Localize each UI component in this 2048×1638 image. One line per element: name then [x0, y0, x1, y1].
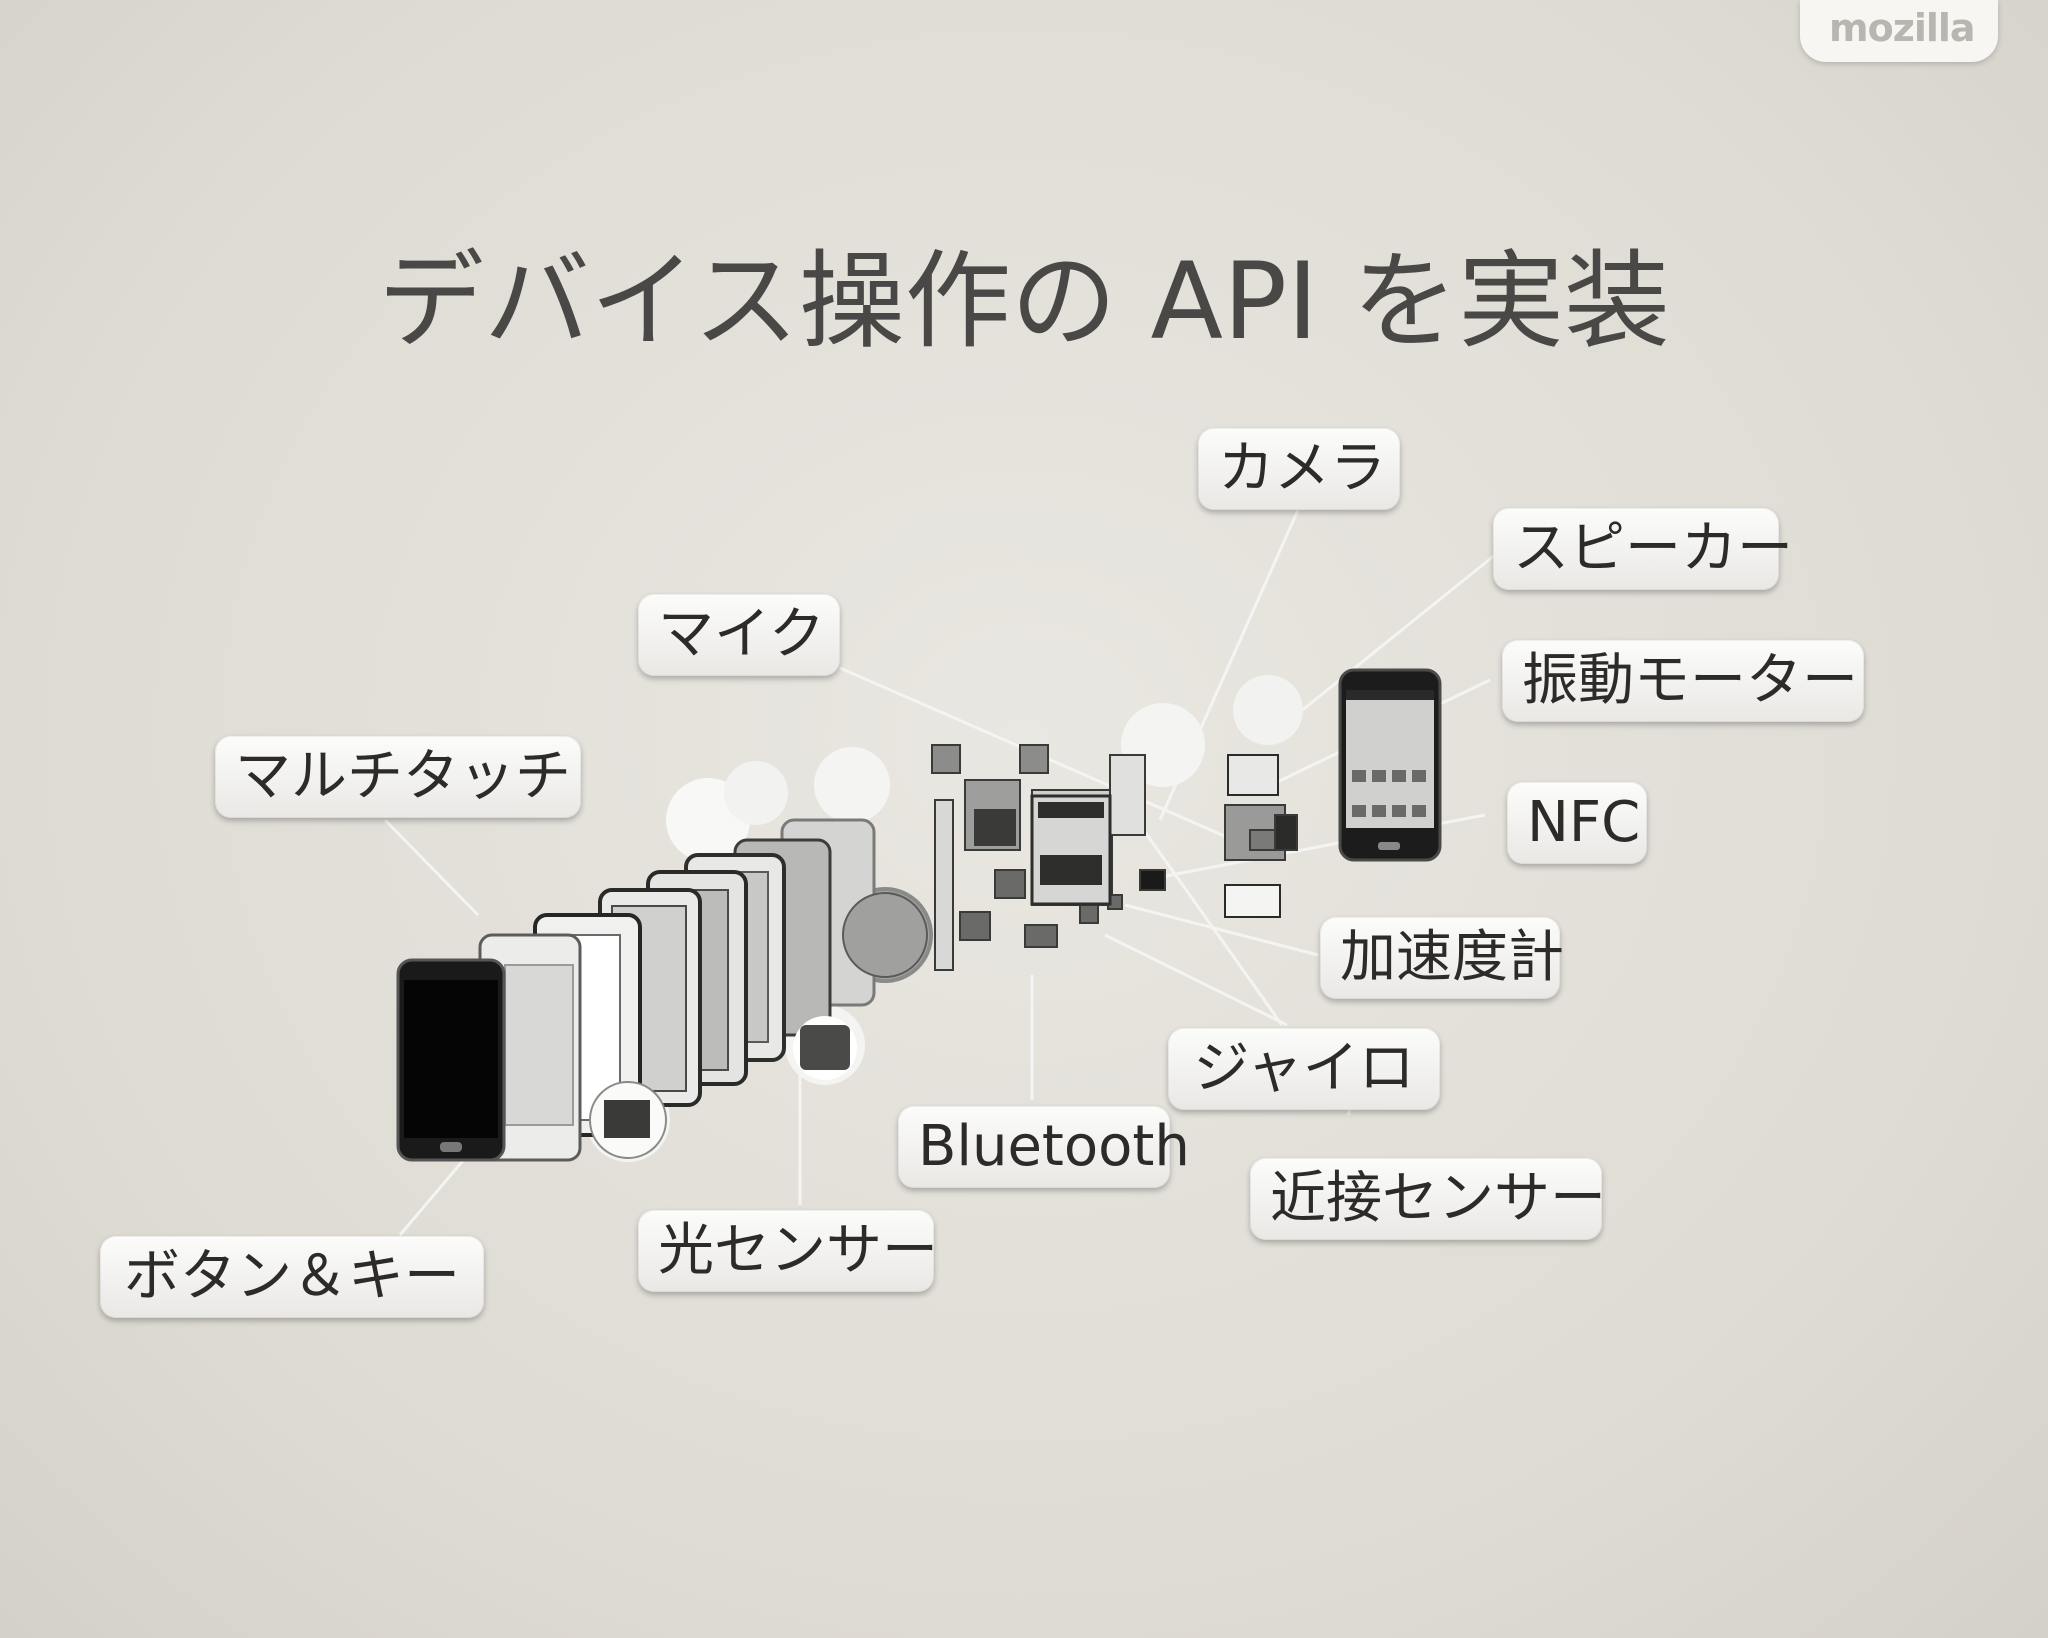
label-vibration-motor: 振動モーター — [1502, 640, 1864, 722]
label-gyro: ジャイロ — [1168, 1028, 1440, 1110]
label-accelerometer: 加速度計 — [1320, 917, 1564, 999]
label-proximity-sensor: 近接センサー — [1250, 1158, 1606, 1240]
label-camera: カメラ — [1198, 428, 1400, 510]
label-mic: マイク — [638, 594, 840, 676]
mozilla-logo: mozilla — [1829, 6, 1976, 50]
logo-tab — [1800, 0, 1998, 62]
label-speaker: スピーカー — [1493, 508, 1793, 590]
battery — [1030, 794, 1112, 906]
label-nfc: NFC — [1507, 782, 1647, 864]
phone-layers — [396, 818, 876, 1162]
slide-title: デバイス操作の API を実装 — [378, 240, 1670, 363]
label-bluetooth: Bluetooth — [898, 1106, 1190, 1188]
speaker-mesh — [842, 892, 928, 978]
label-multitouch: マルチタッチ — [215, 736, 581, 818]
label-light-sensor: 光センサー — [638, 1210, 938, 1292]
label-buttons-keys: ボタン＆キー — [100, 1236, 484, 1318]
assembled-phone — [1338, 668, 1442, 862]
